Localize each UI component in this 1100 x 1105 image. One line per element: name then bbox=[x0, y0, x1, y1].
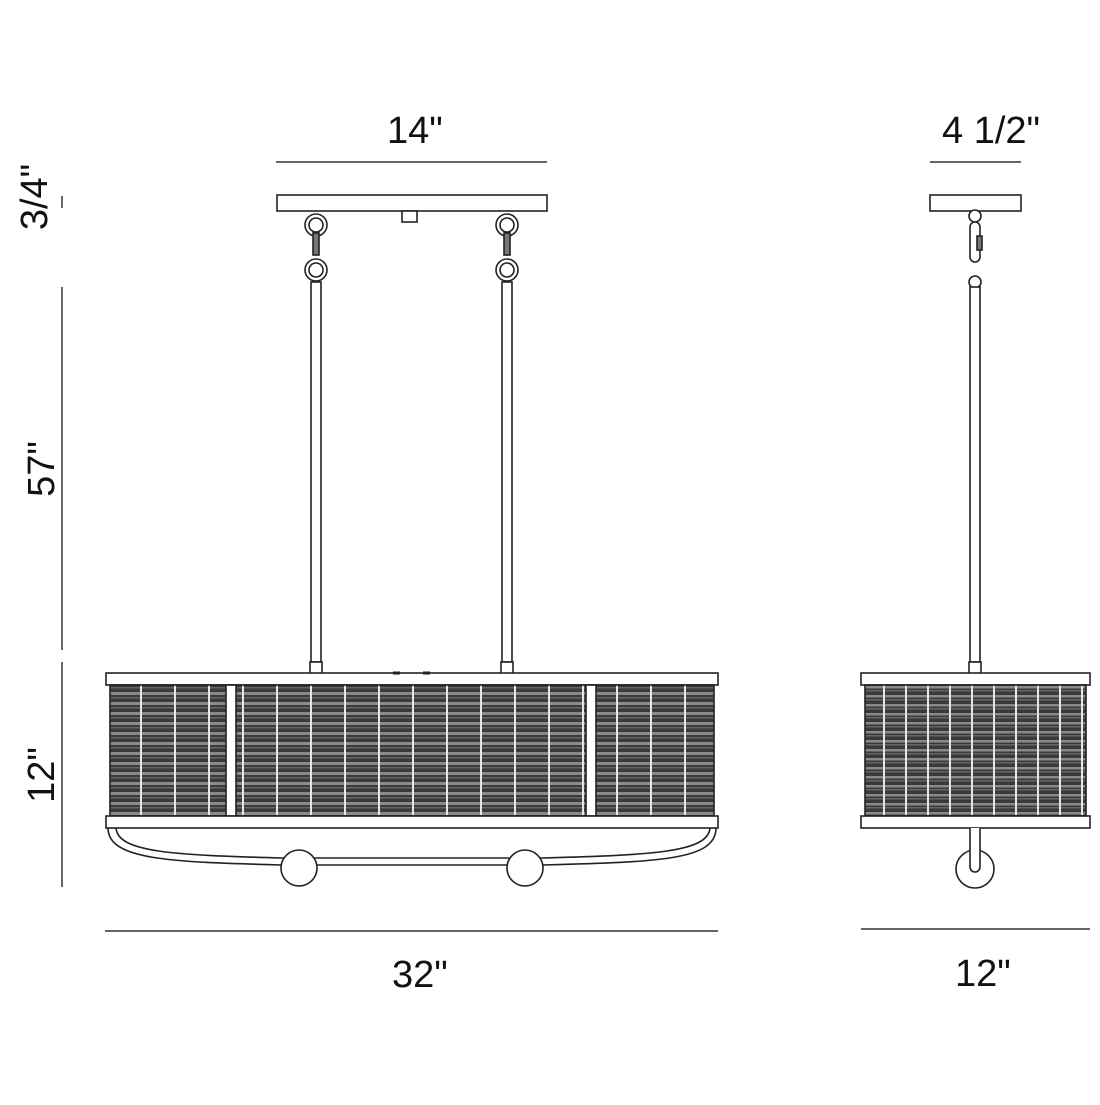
canopy-front bbox=[276, 194, 548, 212]
chain-right bbox=[495, 213, 519, 282]
bottom-frame-front bbox=[105, 815, 719, 829]
bottom-frame-side bbox=[860, 815, 1091, 829]
dim-overall-drop: 57" bbox=[20, 441, 63, 497]
finial-ball-right bbox=[506, 849, 544, 887]
top-frame-side bbox=[860, 672, 1091, 686]
horizontal-dimension-lines bbox=[105, 161, 1090, 932]
top-frame-front bbox=[105, 672, 719, 686]
woven-shade-front bbox=[109, 684, 715, 817]
dim-canopy-height: 3/4" bbox=[14, 163, 57, 231]
downrod-side bbox=[969, 286, 981, 663]
downrod-left bbox=[310, 281, 322, 663]
finial-ball-left bbox=[280, 849, 318, 887]
dim-canopy-width-front: 14" bbox=[387, 110, 443, 152]
woven-shade-side bbox=[864, 684, 1087, 817]
dim-shade-height: 12" bbox=[20, 747, 63, 803]
curved-arm-outer bbox=[107, 827, 717, 866]
dim-fixture-width: 12" bbox=[955, 953, 1011, 995]
dim-fixture-length: 32" bbox=[392, 954, 448, 996]
front-view bbox=[105, 194, 719, 887]
dim-canopy-width-side: 4 1/2" bbox=[942, 110, 1041, 152]
side-view bbox=[860, 194, 1091, 889]
downrod-right bbox=[501, 281, 513, 663]
curved-arm-inner bbox=[115, 827, 711, 859]
canopy-side bbox=[929, 194, 1022, 212]
chain-left bbox=[304, 213, 328, 282]
